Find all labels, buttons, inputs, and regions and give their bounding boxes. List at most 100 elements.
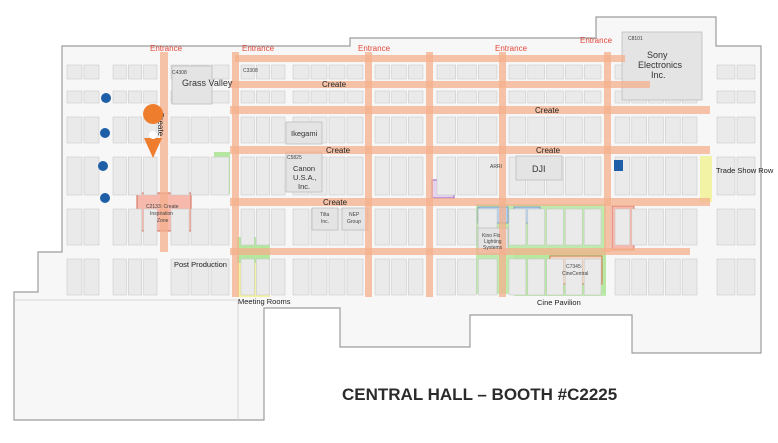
booth [66,156,83,196]
booth [240,116,255,144]
aisle-create-1 [230,81,650,88]
booth [583,64,602,80]
booth [292,258,310,296]
booth [66,64,83,80]
booth [210,208,230,246]
booth [546,208,564,246]
booth [240,208,255,246]
booth [583,258,602,296]
booth [190,116,210,144]
booth [256,208,270,246]
arri-label: ARRI [490,164,502,170]
booth [66,258,83,296]
booth [346,258,364,296]
booth [391,64,407,80]
tilta-label-1: Tilta [320,212,329,218]
c4308-label: C4308 [172,70,187,76]
booth [508,90,527,104]
booth [736,156,756,196]
booth [565,156,583,196]
post-production-label: Post Production [174,260,227,269]
booth [240,156,255,196]
booth [631,116,647,144]
aisle-v-4 [426,52,433,297]
booth [546,90,564,104]
booth [716,156,736,196]
booth [256,258,270,296]
grass-valley-label-1: Grass Valley [182,78,233,88]
trade-show-row-zone [700,156,712,202]
booth [346,90,364,104]
booth [240,90,255,104]
booth [565,208,583,246]
booth [66,116,83,144]
booth [736,258,756,296]
booth [527,208,545,246]
booth [436,116,456,144]
booth [391,258,407,296]
aisle-v-2 [232,52,239,297]
booth [374,90,390,104]
booth [665,156,681,196]
booth [190,258,210,296]
booth [565,64,583,80]
booth [665,116,681,144]
booth [170,156,190,196]
booth [716,208,736,246]
booth [210,64,230,80]
booth [328,258,346,296]
aisle-v-6 [604,52,611,252]
trade-show-row-label: Trade Show Row [716,166,774,175]
aisle-label-create-2: Create [535,106,560,115]
booth [736,90,756,104]
booth [256,90,270,104]
booth [391,116,407,144]
ikegami-label: Ikegami [291,129,318,138]
aisle-v-1 [160,52,168,252]
booth [374,156,390,196]
booth [436,258,456,296]
booth [256,116,270,144]
aisle-label-create-5: Create [323,198,348,207]
meeting-rooms-label: Meeting Rooms [238,297,291,306]
booth [508,64,527,80]
booth [83,156,100,196]
booth [391,208,407,246]
booth [681,116,698,144]
sony-label-2: Electronics [638,60,683,70]
booth [614,208,631,246]
booth [310,64,328,80]
aisle-label-create-vertical: Create [156,112,165,137]
booth [716,258,736,296]
booth [190,208,210,246]
booth [391,90,407,104]
aisle-create-2 [230,106,710,114]
booth [83,90,100,104]
booth [457,208,477,246]
booth [436,208,456,246]
booth [457,116,477,144]
booth [292,64,310,80]
booth [374,116,390,144]
kino-label-3: Systems [483,245,503,251]
booth [436,156,456,196]
booth [736,116,756,144]
nep-label-2: Group [347,219,361,225]
ikegami-booth [285,121,323,145]
grass-valley-booth [171,65,213,105]
booth [408,156,424,196]
booth [478,156,498,196]
booth [565,90,583,104]
booth [614,116,631,144]
nep-label-1: NEP [349,212,360,218]
booth [681,258,698,296]
booth [648,208,664,246]
entrance-label-3: Entrance [358,44,391,53]
booth [583,208,602,246]
booth [143,64,158,80]
booth [457,90,477,104]
sony-label-3: Inc. [651,70,666,80]
booth [271,64,286,80]
booth [648,116,664,144]
